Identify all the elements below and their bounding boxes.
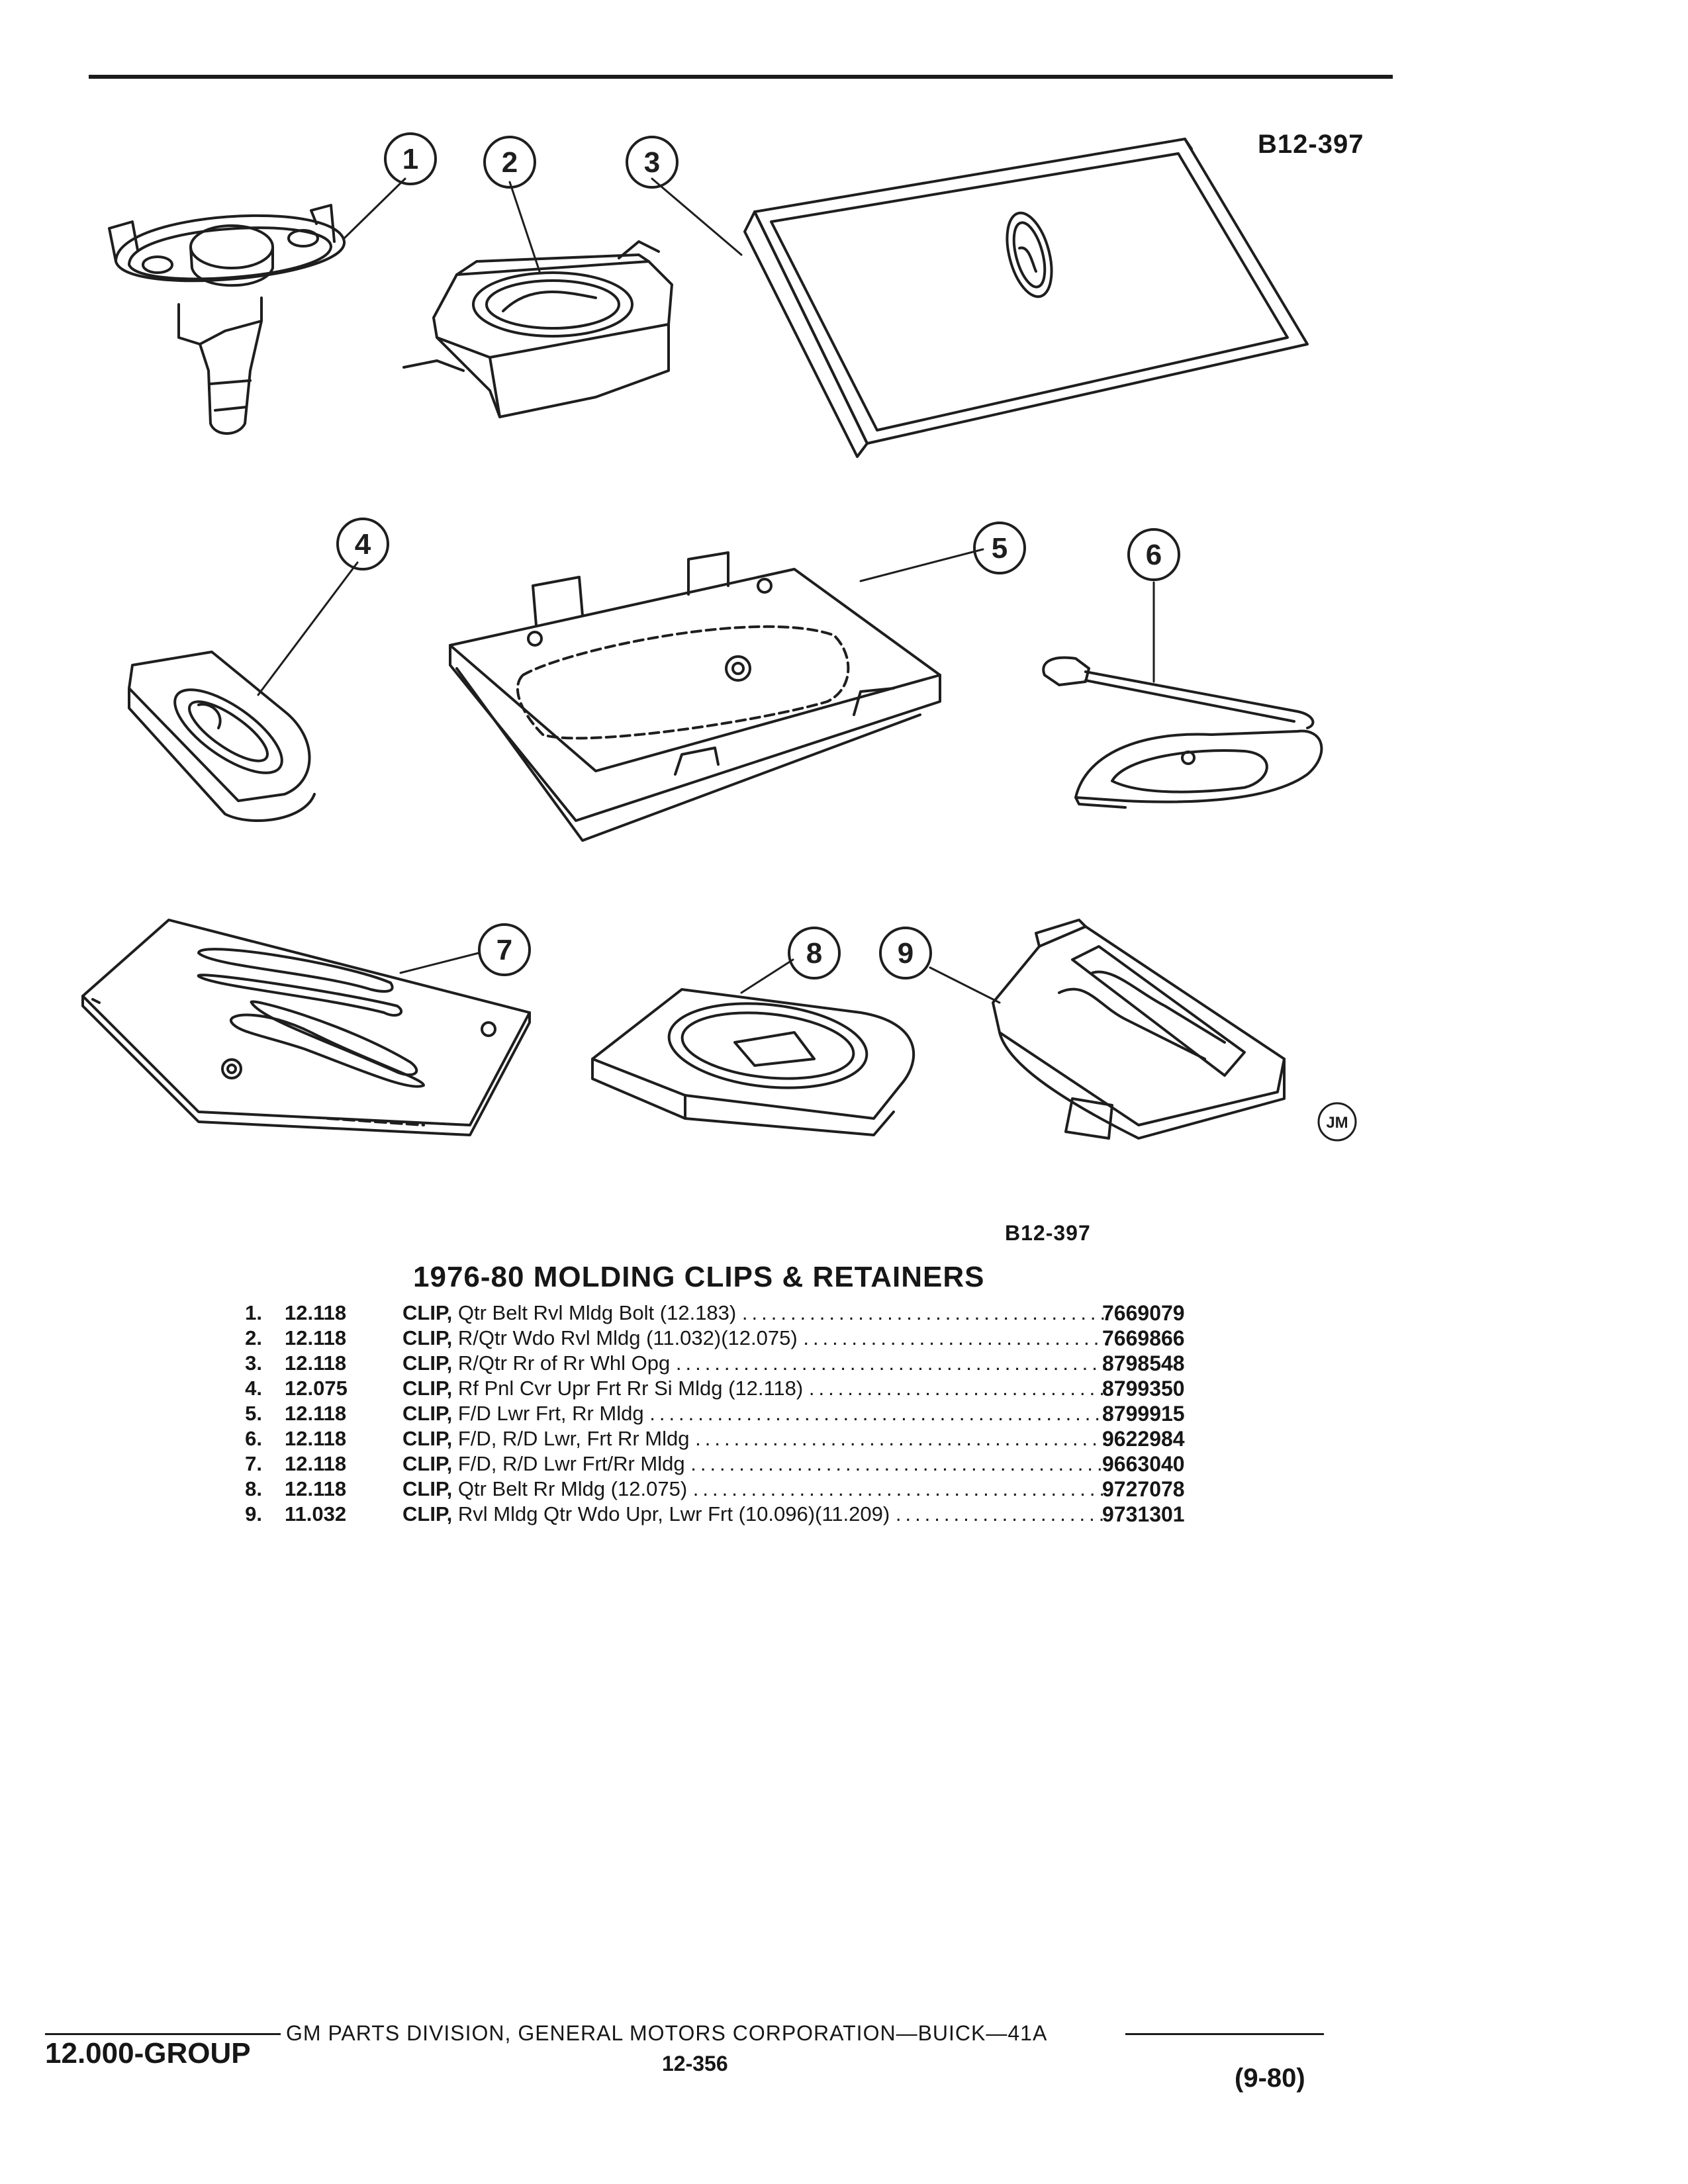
group-number: 12.118	[285, 1402, 347, 1425]
parts-row: 3. 12.118 CLIP, R/Qtr Rr of Rr Whl Opg .…	[232, 1351, 1258, 1377]
part-number: 8799350	[1102, 1377, 1185, 1400]
item-number: 7.	[245, 1452, 262, 1475]
group-number: 12.075	[285, 1377, 348, 1400]
parts-row: 6. 12.118 CLIP, F/D, R/D Lwr, Frt Rr Mld…	[232, 1427, 1258, 1452]
part-description: CLIP, R/Qtr Rr of Rr Whl Opg ...........…	[402, 1351, 1111, 1375]
callout-7: 7	[496, 934, 512, 966]
artist-mark: JM	[1326, 1114, 1348, 1132]
callout-8: 8	[806, 937, 822, 970]
callouts	[336, 132, 1357, 1142]
parts-row: 9. 11.032 CLIP, Rvl Mldg Qtr Wdo Upr, Lw…	[232, 1502, 1258, 1527]
illustration-ref-code-bottom: B12-397	[1005, 1221, 1091, 1245]
part-desc-text: Qtr Belt Rvl Mldg Bolt (12.183)	[457, 1301, 737, 1324]
group-number: 12.118	[285, 1452, 347, 1475]
part-3-drawing	[743, 138, 1309, 458]
parts-row: 1. 12.118 CLIP, Qtr Belt Rvl Mldg Bolt (…	[232, 1301, 1258, 1326]
item-number: 4.	[245, 1377, 262, 1400]
part-number: 8799915	[1102, 1402, 1185, 1426]
part-description: CLIP, F/D, R/D Lwr Frt/Rr Mldg .........…	[402, 1452, 1111, 1475]
callout-3: 3	[644, 146, 660, 179]
part-name: CLIP,	[402, 1326, 453, 1349]
leader-lines	[257, 177, 1155, 1004]
part-desc-text: F/D Lwr Frt, Rr Mldg	[457, 1402, 644, 1425]
part-description: CLIP, F/D, R/D Lwr, Frt Rr Mldg ........…	[402, 1427, 1111, 1450]
part-desc-text: R/Qtr Rr of Rr Whl Opg	[457, 1351, 671, 1375]
parts-row: 4. 12.075 CLIP, Rf Pnl Cvr Upr Frt Rr Si…	[232, 1377, 1258, 1402]
footer-group-label: 12.000-GROUP	[45, 2037, 251, 2070]
part-name: CLIP,	[402, 1427, 453, 1450]
part-description: CLIP, F/D Lwr Frt, Rr Mldg .............…	[402, 1402, 1111, 1425]
part-9-drawing	[992, 919, 1286, 1140]
part-name: CLIP,	[402, 1477, 453, 1500]
callout-2: 2	[502, 146, 518, 179]
part-1-drawing	[108, 204, 346, 435]
part-name: CLIP,	[402, 1301, 453, 1324]
part-number: 9731301	[1102, 1502, 1185, 1526]
group-number: 11.032	[285, 1502, 347, 1525]
part-name: CLIP,	[402, 1452, 453, 1475]
callout-1: 1	[402, 143, 418, 175]
group-number: 12.118	[285, 1477, 347, 1500]
group-number: 12.118	[285, 1351, 347, 1375]
footer-rule-left	[45, 2033, 281, 2035]
parts-row: 2. 12.118 CLIP, R/Qtr Wdo Rvl Mldg (11.0…	[232, 1326, 1258, 1351]
part-name: CLIP,	[402, 1402, 453, 1425]
part-number: 8798548	[1102, 1351, 1185, 1375]
parts-row: 7. 12.118 CLIP, F/D, R/D Lwr Frt/Rr Mldg…	[232, 1452, 1258, 1477]
group-number: 12.118	[285, 1301, 347, 1324]
parts-illustration: 1 2 3 4 5 6 7 8 9 JM	[81, 132, 1357, 1142]
part-desc-text: F/D, R/D Lwr Frt/Rr Mldg	[457, 1452, 685, 1475]
item-number: 5.	[245, 1402, 262, 1425]
footer-rule-right	[1125, 2033, 1324, 2035]
parts-row: 8. 12.118 CLIP, Qtr Belt Rr Mldg (12.075…	[232, 1477, 1258, 1502]
footer-publisher: GM PARTS DIVISION, GENERAL MOTORS CORPOR…	[286, 2021, 1048, 2045]
part-description: CLIP, Rf Pnl Cvr Upr Frt Rr Si Mldg (12.…	[402, 1377, 1111, 1400]
part-desc-text: R/Qtr Wdo Rvl Mldg (11.032)(12.075)	[457, 1326, 798, 1349]
callout-4: 4	[355, 528, 371, 561]
part-7-drawing	[81, 919, 531, 1136]
item-number: 9.	[245, 1502, 262, 1525]
footer-page-number: 12-356	[662, 2052, 728, 2075]
part-number: 9727078	[1102, 1477, 1185, 1501]
part-number: 7669079	[1102, 1301, 1185, 1325]
callout-labels: 1 2 3 4 5 6 7 8 9 JM	[355, 143, 1348, 1132]
part-description: CLIP, Qtr Belt Rr Mldg (12.075) ........…	[402, 1477, 1111, 1500]
top-rule	[89, 75, 1393, 79]
illustration-ref-code-top: B12-397	[1258, 130, 1364, 159]
part-5-drawing	[449, 551, 941, 842]
part-description: CLIP, R/Qtr Wdo Rvl Mldg (11.032)(12.075…	[402, 1326, 1111, 1349]
callout-9: 9	[898, 937, 914, 970]
part-desc-text: F/D, R/D Lwr, Frt Rr Mldg	[457, 1427, 690, 1450]
parts-list: 1. 12.118 CLIP, Qtr Belt Rvl Mldg Bolt (…	[232, 1301, 1258, 1527]
part-number: 9663040	[1102, 1452, 1185, 1476]
part-desc-text: Qtr Belt Rr Mldg (12.075)	[457, 1477, 688, 1500]
part-name: CLIP,	[402, 1377, 453, 1400]
part-desc-text: Rvl Mldg Qtr Wdo Upr, Lwr Frt (10.096)(1…	[457, 1502, 890, 1525]
item-number: 8.	[245, 1477, 262, 1500]
group-number: 12.118	[285, 1326, 347, 1349]
part-description: CLIP, Rvl Mldg Qtr Wdo Upr, Lwr Frt (10.…	[402, 1502, 1111, 1525]
part-8-drawing	[591, 988, 915, 1136]
part-number: 9622984	[1102, 1427, 1185, 1451]
part-6-drawing	[1042, 656, 1323, 809]
section-title: 1976-80 MOLDING CLIPS & RETAINERS	[413, 1261, 985, 1293]
item-number: 2.	[245, 1326, 262, 1349]
part-2-drawing	[402, 240, 673, 418]
callout-5: 5	[992, 532, 1008, 565]
footer-revision-date: (9-80)	[1235, 2064, 1305, 2093]
part-number: 7669866	[1102, 1326, 1185, 1350]
part-4-drawing	[128, 651, 316, 822]
parts-row: 5. 12.118 CLIP, F/D Lwr Frt, Rr Mldg ...…	[232, 1402, 1258, 1427]
part-description: CLIP, Qtr Belt Rvl Mldg Bolt (12.183) ..…	[402, 1301, 1111, 1324]
item-number: 6.	[245, 1427, 262, 1450]
callout-6: 6	[1146, 539, 1162, 571]
item-number: 3.	[245, 1351, 262, 1375]
part-desc-text: Rf Pnl Cvr Upr Frt Rr Si Mldg (12.118)	[457, 1377, 804, 1400]
item-number: 1.	[245, 1301, 262, 1324]
group-number: 12.118	[285, 1427, 347, 1450]
part-name: CLIP,	[402, 1351, 453, 1375]
part-name: CLIP,	[402, 1502, 453, 1525]
